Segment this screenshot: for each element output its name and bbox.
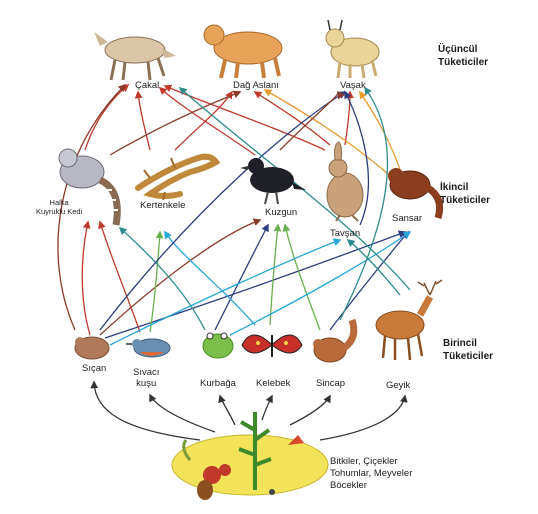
arrow-kuzgun-to-cakal [158,86,256,156]
arrow-tavsan-to-vasak-navy [344,90,370,226]
arrow-sivaci-to-kertenkele [149,230,164,333]
arrows-to-tertiary [57,83,411,331]
level-label-tertiary: Üçüncül Tüketiciler [438,43,488,69]
label-kuzgun: Kuzgun [265,207,298,218]
arrow-plants-to-geyik [319,394,408,441]
arrow-sican-to-tavsan [109,238,342,346]
arrow-sican-to-vasak [99,91,347,331]
arrow-sincap-to-vasak [339,86,389,321]
level-primary-line2: Tüketiciler [443,351,494,362]
label-producers-line1: Bitkiler, Çiçekler [330,456,398,467]
coyote-illustration [94,32,176,81]
arrow-sican-to-kuzgun [99,218,262,336]
level-primary-line1: Birincil [443,338,477,349]
arrow-plants-to-sivaci [149,393,216,433]
mountain-lion-illustration [203,24,283,79]
arrow-kertenkele-to-cakal [134,90,151,151]
nuthatch-illustration [126,338,171,358]
arrows-primary-to-secondary [81,218,412,346]
arrow-sican-to-cakal [57,83,127,331]
arrow-sivaci-to-halka [98,220,141,333]
level-label-primary: Birincil Tüketiciler [443,337,493,363]
arrow-kurbaga-to-kertenkele [118,226,206,331]
ring-tailed-cat-illustration [58,148,121,226]
level-secondary-line2: Tüketiciler [440,195,491,206]
arrows-producers-to-primary [90,380,408,441]
label-halka-line1: Halka [49,198,69,207]
arrow-sican-to-sansar [104,230,407,339]
label-sincap: Sincap [316,378,346,389]
arrow-halka-to-cakal [84,84,130,151]
arrow-kelebek-to-kertenkele [164,230,256,326]
label-cakal: Çakal [135,80,160,91]
arrow-sican-to-halka [81,220,91,336]
producers-plate [171,412,329,500]
arrow-sansar-to-vasak [359,90,401,171]
label-halka-kuyruklu-kedi: Halka Kuyruklu Kedi [36,198,82,216]
arrow-kurbaga-to-kuzgun [214,223,269,331]
arrow-plants-to-sican [90,380,201,441]
label-dag-aslani: Dağ Aslanı [233,80,279,91]
frog-illustration [202,332,234,359]
label-kelebek: Kelebek [256,378,291,389]
arrow-kuzgun-to-dag [279,90,345,151]
label-geyik: Geyik [386,380,411,391]
butterfly-illustration [241,334,303,357]
level-tertiary-line2: Tüketiciler [438,57,489,68]
arrow-sansar-to-dag [263,89,396,181]
lizard-illustration [135,153,221,201]
arrow-plants-to-sincap [289,394,331,426]
label-sivaci-kusu: Sıvacı kuşu [133,367,159,389]
deer-illustration [375,279,443,361]
label-sivaci-line1: Sıvacı [133,367,160,378]
arrow-halka-to-dag [109,90,242,156]
label-producers: Bitkiler, Çiçekler Tohumlar, Meyveler Bö… [330,456,412,492]
lynx-illustration [325,19,380,79]
label-halka-line2: Kuyruklu Kedi [36,207,83,216]
marten-illustration [388,168,444,220]
arrow-tavsan-to-dag [253,91,331,146]
arrow-sincap-to-sansar [329,230,409,331]
level-secondary-line1: İkincil [440,182,469,193]
label-sivaci-line2: kuşu [136,378,157,389]
squirrel-illustration [313,318,358,363]
rabbit-illustration [326,141,364,222]
label-kurbaga: Kurbağa [200,378,236,389]
arrow-kelebek-to-kuzgun [269,223,282,326]
label-vasak: Vaşak [340,80,366,91]
arrow-sincap-to-kuzgun [282,223,321,331]
label-kertenkele: Kertenkele [140,200,186,211]
raven-illustration [240,158,306,205]
arrow-plants-to-kurbaga [218,394,236,426]
label-producers-line3: Böcekler [330,480,367,491]
arrow-geyik-to-tavsan [346,239,401,296]
label-producers-line2: Tohumlar, Meyveler [330,468,413,479]
rat-illustration [74,336,110,360]
label-tavsan: Tavşan [330,228,361,239]
arrow-plants-to-kelebek [261,394,273,421]
label-sansar: Sansar [392,213,423,224]
label-sican: Sıçan [82,363,107,374]
arrow-kurbaga-to-sansar [229,231,412,336]
level-tertiary-line1: Üçüncül [438,44,478,55]
level-label-secondary: İkincil Tüketiciler [440,181,490,207]
